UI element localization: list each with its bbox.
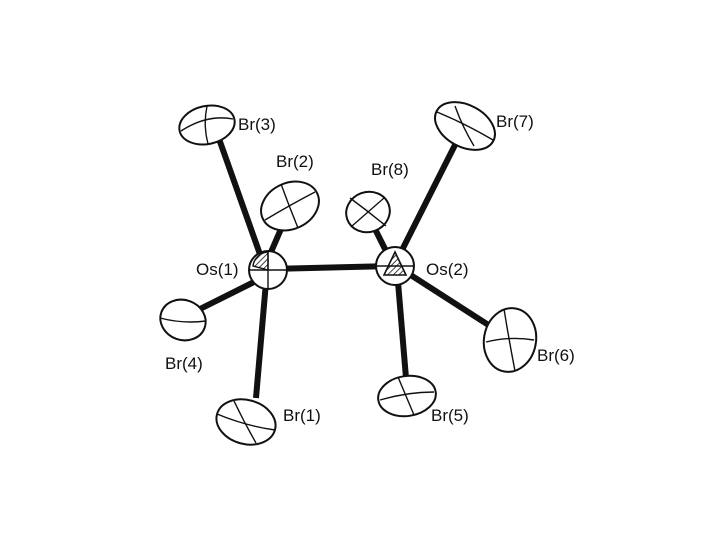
label-br1: Br(1): [283, 406, 321, 425]
label-br7: Br(7): [496, 112, 534, 131]
os2-ellipsoid: [375, 246, 415, 286]
bond-os2-br6: [404, 269, 492, 329]
bond-os1-br3: [215, 134, 265, 262]
bond-os2-br7: [395, 141, 459, 260]
bond-os1-br4: [196, 277, 260, 313]
label-br3: Br(3): [238, 115, 276, 134]
br8-ellipsoid: [345, 190, 391, 234]
label-br5: Br(5): [431, 406, 469, 425]
os1-ellipsoid: [248, 250, 288, 290]
label-br6: Br(6): [537, 346, 575, 365]
label-br8: Br(8): [371, 160, 409, 179]
label-br2: Br(2): [276, 152, 314, 171]
br5-ellipsoid: [377, 374, 437, 418]
br4-ellipsoid: [159, 298, 207, 342]
label-os2: Os(2): [426, 260, 469, 279]
bond-os1-os2: [269, 263, 394, 272]
br3-ellipsoid: [178, 104, 236, 146]
br1-ellipsoid: [215, 398, 277, 446]
label-br4: Br(4): [165, 354, 203, 373]
bond-os2-br5: [395, 281, 409, 379]
br7-ellipsoid: [434, 101, 496, 151]
br6-ellipsoid: [482, 307, 538, 373]
label-os1: Os(1): [196, 260, 239, 279]
br2-ellipsoid: [260, 180, 320, 232]
labels: Os(1) Os(2) Br(1) Br(2) Br(3) Br(4) Br(5…: [165, 112, 575, 425]
bond-os1-br1: [253, 281, 269, 399]
